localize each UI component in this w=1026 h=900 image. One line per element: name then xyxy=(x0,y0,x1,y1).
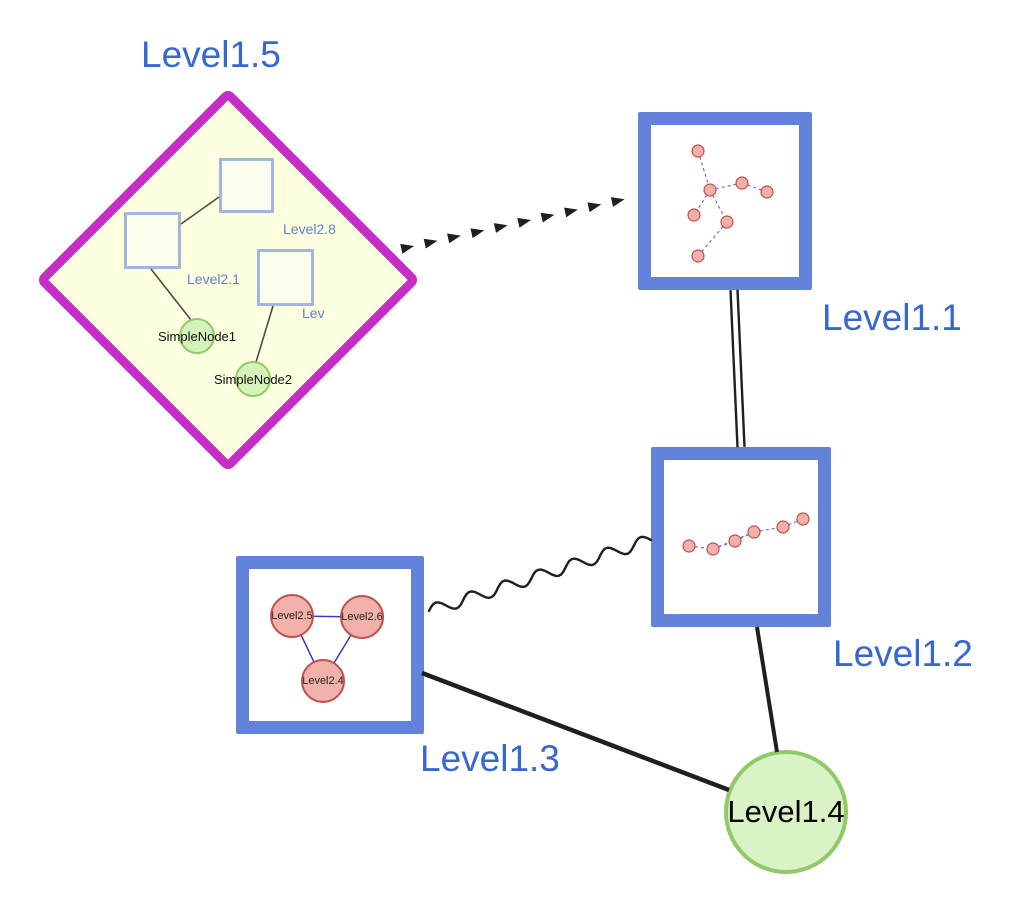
label-level2-4: Level2.4 xyxy=(302,675,344,687)
node-simplenode2[interactable] xyxy=(235,361,271,397)
label-level1-2: Level1.2 xyxy=(833,633,973,674)
node-level2-6[interactable]: Level2.6 xyxy=(340,595,384,639)
edge-solid[interactable] xyxy=(755,626,779,753)
label-level2-8: Level2.8 xyxy=(283,221,336,237)
edge-wavy[interactable] xyxy=(427,535,653,613)
node-level1-3[interactable] xyxy=(236,556,424,734)
label-level2-5: Level2.5 xyxy=(271,610,313,622)
edge-arrow-dash[interactable] xyxy=(493,223,508,233)
label-level1-5: Level1.5 xyxy=(141,34,281,75)
edge-arrow-dash[interactable] xyxy=(610,197,625,207)
label-simplenode1: SimpleNode1 xyxy=(157,329,237,344)
node-simplenode1[interactable] xyxy=(179,318,215,354)
label-simplenode2: SimpleNode2 xyxy=(213,372,293,387)
node-level2-1[interactable] xyxy=(124,212,181,269)
node-level1-2[interactable] xyxy=(651,447,831,627)
edge-arrow-dash[interactable] xyxy=(564,207,578,218)
edge-arrow-dash[interactable] xyxy=(400,243,415,254)
node-level2-lev[interactable] xyxy=(257,249,314,306)
node-level2-4[interactable]: Level2.4 xyxy=(301,659,345,703)
label-level2-6: Level2.6 xyxy=(341,611,383,623)
label-level2-1: Level2.1 xyxy=(187,271,240,287)
node-level2-8[interactable] xyxy=(219,158,274,213)
edge-double[interactable] xyxy=(736,289,746,447)
label-level1-4: Level1.4 xyxy=(727,794,845,829)
edge-double[interactable] xyxy=(729,290,739,448)
edge-arrow-dash[interactable] xyxy=(447,233,461,244)
edge-arrow-dash[interactable] xyxy=(517,217,532,228)
label-level1-1: Level1.1 xyxy=(822,297,962,338)
label-level2-lev: Lev xyxy=(302,305,325,321)
node-level1-4[interactable]: Level1.4 xyxy=(724,750,848,874)
label-level1-3: Level1.3 xyxy=(420,738,560,779)
edge-arrow-dash[interactable] xyxy=(423,238,438,249)
edge-arrow-dash[interactable] xyxy=(587,202,602,213)
edge-arrow-dash[interactable] xyxy=(470,228,485,239)
node-level1-1[interactable] xyxy=(638,112,812,290)
node-level2-5[interactable]: Level2.5 xyxy=(270,594,314,638)
edge-arrow-dash[interactable] xyxy=(540,212,555,223)
